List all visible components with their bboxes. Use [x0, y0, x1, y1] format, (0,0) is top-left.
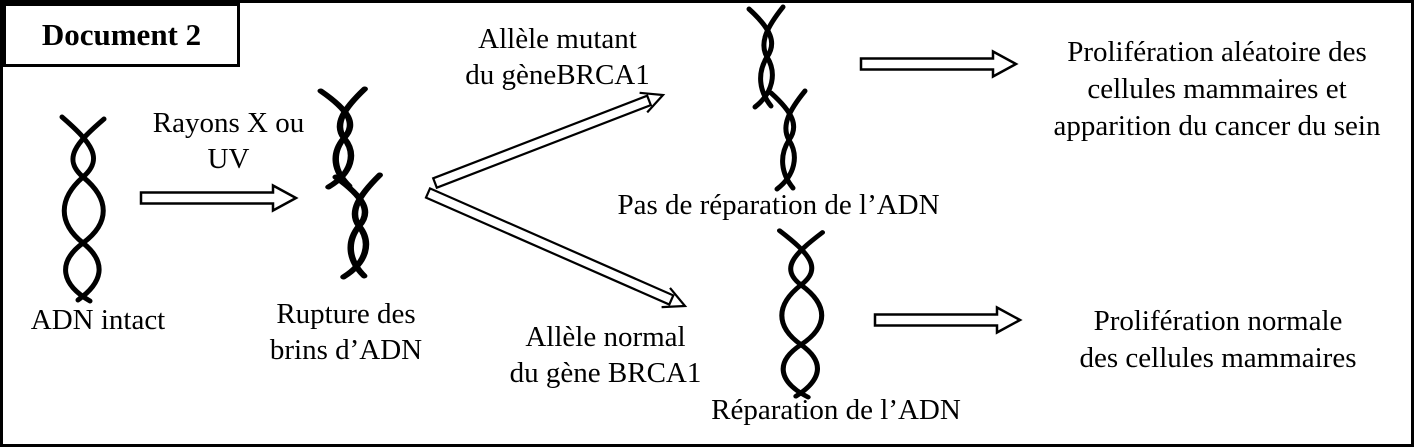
- outcome-cancer-line1: Prolifération aléatoire des: [1067, 36, 1367, 68]
- dna-unrepaired-lower-piece-icon: [755, 89, 823, 191]
- arrow-xray-icon: [139, 183, 299, 213]
- arrow-to-mutant-path-icon: [431, 94, 653, 190]
- allele-normal-line1: Allèle normal: [525, 321, 686, 353]
- fork-arrows-icon: [424, 91, 688, 309]
- rayons-uv-label: Rayons X ou UV: [131, 105, 326, 177]
- rayons-uv-line1: Rayons X ou: [152, 107, 305, 139]
- dna-repaired-icon: [755, 227, 847, 399]
- document-title: Document 2: [41, 17, 202, 52]
- outcome-normal-line2: des cellules mammaires: [1079, 342, 1357, 374]
- outcome-normal-label: Prolifération normale des cellules mamma…: [1033, 303, 1403, 377]
- arrow-to-normal-path-icon: [424, 186, 675, 306]
- allele-normal-label: Allèle normal du gène BRCA1: [493, 319, 718, 391]
- outcome-cancer-line3: apparition du cancer du sein: [1053, 110, 1381, 142]
- pas-reparation-label: Pas de réparation de l’ADN: [617, 189, 940, 221]
- document-title-box: Document 2: [3, 3, 240, 67]
- allele-normal-line2: du gène BRCA1: [509, 357, 702, 389]
- outcome-cancer-line2: cellules mammaires et: [1087, 73, 1347, 105]
- outcome-normal-line1: Prolifération normale: [1093, 305, 1343, 337]
- rupture-line1: Rupture des: [276, 298, 416, 330]
- dna-intact-icon: [38, 113, 128, 303]
- rayons-uv-line2: UV: [207, 143, 250, 175]
- arrow-normal-icon: [873, 305, 1023, 335]
- dna-broken-lower-piece-icon: [315, 173, 403, 279]
- outcome-cancer-label: Prolifération aléatoire des cellules mam…: [1021, 34, 1411, 145]
- allele-mutant-line2: du gèneBRCA1: [465, 59, 650, 91]
- allele-mutant-line1: Allèle mutant: [478, 23, 637, 55]
- rupture-label: Rupture des brins d’ADN: [246, 296, 446, 368]
- rupture-line2: brins d’ADN: [269, 334, 423, 366]
- allele-mutant-label: Allèle mutant du gèneBRCA1: [440, 21, 675, 93]
- adn-intact-label: ADN intact: [30, 304, 166, 336]
- reparation-label: Réparation de l’ADN: [711, 394, 961, 426]
- arrow-cancer-icon: [859, 49, 1019, 79]
